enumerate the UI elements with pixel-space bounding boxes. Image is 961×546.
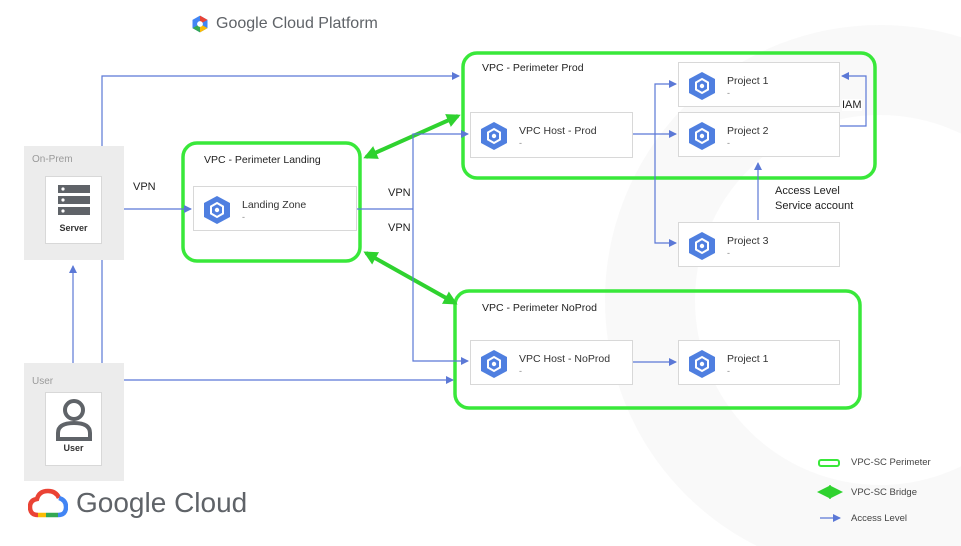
platform-title: Google Cloud Platform [216, 15, 378, 32]
edge-server-to-noprod [101, 245, 454, 384]
edge-vpn-to-prod-host [412, 130, 469, 209]
server-node[interactable]: Server [45, 176, 102, 244]
vpc-host-noprod-sub: - [519, 366, 522, 376]
vpc-host-noprod-node[interactable]: VPC Host - NoProd - [470, 340, 633, 385]
landing-zone-icon [204, 196, 230, 224]
user-node[interactable]: User [45, 392, 102, 466]
service-account-label: Service account [775, 200, 854, 212]
vpn-onprem-label: VPN [133, 181, 156, 193]
user-label: User [63, 443, 84, 453]
perimeter-prod [461, 51, 877, 180]
gcp-logo-icon [192, 15, 208, 33]
project3-title: Project 3 [727, 235, 769, 247]
bridge-landing-prod [363, 114, 461, 159]
perimeter-noprod [453, 289, 862, 410]
user-panel-label: User [32, 376, 54, 387]
prod-project2-node[interactable]: Project 2 - [678, 112, 840, 157]
prod-project1-sub: - [727, 88, 730, 98]
edge-server-to-prod [101, 72, 460, 177]
vpc-host-noprod-title: VPC Host - NoProd [519, 353, 611, 365]
google-cloud-logo-icon [28, 488, 68, 518]
perimeter-landing-title: VPC - Perimeter Landing [204, 154, 321, 166]
prod-project1-title: Project 1 [727, 75, 769, 87]
edge-vpn-to-noprod-host [412, 209, 469, 365]
perimeter-prod-title: VPC - Perimeter Prod [482, 62, 584, 74]
vpn-upper-label: VPN [388, 187, 411, 199]
prod-project1-icon [689, 72, 715, 100]
prod-project1-node[interactable]: Project 1 - [678, 62, 840, 107]
gcp-header: Google Cloud Platform [190, 14, 378, 34]
landing-zone-node[interactable]: Landing Zone - [193, 186, 357, 231]
vpc-host-prod-sub: - [519, 138, 522, 148]
google-cloud-footer: Google Cloud [28, 487, 247, 519]
project3-node[interactable]: Project 3 - [678, 222, 840, 267]
prod-project2-icon [689, 122, 715, 150]
legend-access-text: Access Level [851, 513, 907, 524]
noprod-project1-title: Project 1 [727, 353, 769, 365]
prod-project2-sub: - [727, 138, 730, 148]
edge-iam [840, 72, 867, 127]
edge-host-prod-to-project1 [654, 80, 677, 134]
project3-icon [689, 232, 715, 260]
legend-perimeter-symbol [818, 459, 840, 467]
server-icon [57, 185, 90, 215]
project3-sub: - [727, 248, 730, 258]
vpc-host-prod-icon [481, 122, 507, 150]
landing-zone-sub: - [242, 212, 245, 222]
perimeter-landing [181, 141, 362, 263]
noprod-project1-sub: - [727, 366, 730, 376]
iam-label: IAM [842, 99, 862, 111]
noprod-project1-node[interactable]: Project 1 - [678, 340, 840, 385]
perimeter-noprod-title: VPC - Perimeter NoProd [482, 302, 597, 314]
user-icon [55, 399, 92, 441]
legend-bridge-text: VPC-SC Bridge [851, 487, 917, 498]
vpc-host-prod-title: VPC Host - Prod [519, 125, 597, 137]
on-prem-label: On-Prem [32, 154, 73, 165]
landing-zone-title: Landing Zone [242, 199, 307, 211]
server-label: Server [59, 223, 88, 233]
bridge-landing-noprod [363, 251, 458, 305]
edge-host-prod-to-project3 [654, 134, 677, 247]
vpc-host-noprod-icon [481, 350, 507, 378]
noprod-project1-icon [689, 350, 715, 378]
background-decoration [605, 25, 961, 546]
footer-brand: Google Cloud [76, 487, 248, 518]
access-level-label: Access Level [775, 185, 840, 197]
legend-perimeter-text: VPC-SC Perimeter [851, 457, 931, 468]
prod-project2-title: Project 2 [727, 125, 769, 137]
vpc-host-prod-node[interactable]: VPC Host - Prod - [470, 112, 633, 158]
vpn-lower-label: VPN [388, 222, 411, 234]
